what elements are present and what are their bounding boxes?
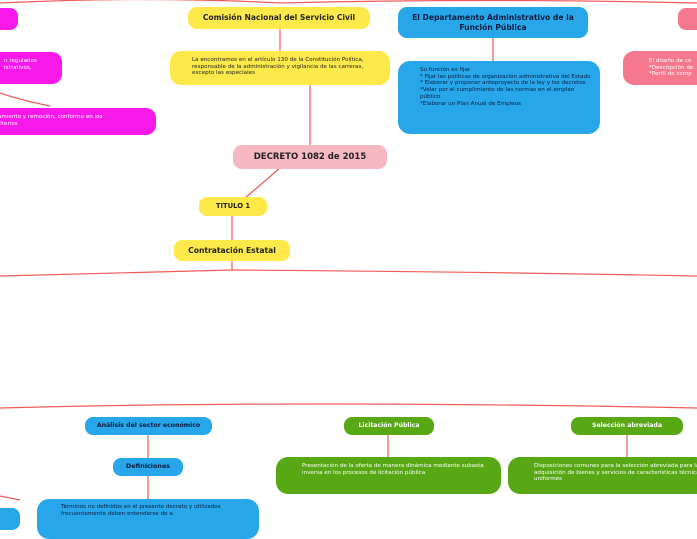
link-root-titulo — [244, 167, 281, 199]
left-partial-text-2[interactable]: amiento y remoción, conforme en los rite… — [0, 108, 156, 135]
link-fan-left — [0, 269, 233, 277]
terminos-node[interactable]: Términos no definidos en el presente dec… — [37, 499, 259, 539]
cnsc-title-node[interactable]: Comisión Nacional del Servicio Civil — [188, 7, 370, 29]
dafp-text-node[interactable]: Su función es fijar * Fijar las política… — [398, 61, 600, 134]
seleccion-node[interactable]: Selección abreviada — [571, 417, 683, 435]
left-partial-text-1[interactable]: n regulados istrativos, — [0, 52, 62, 84]
link-left-partial — [0, 92, 51, 107]
connector-lines — [0, 0, 697, 501]
contratacion-node[interactable]: Contratación Estatal — [174, 240, 290, 261]
seleccion-text-node[interactable]: Disposiciones comunes para la selección … — [508, 457, 697, 494]
root-label: DECRETO 1082 de 2015 — [253, 151, 367, 162]
analisis-node[interactable]: Análisis del sector económico — [85, 417, 212, 435]
definiciones-label: Definiciones — [125, 462, 171, 471]
titulo-node[interactable]: TITULO 1 — [199, 197, 267, 216]
link-lower-bus — [0, 403, 697, 409]
analisis-label: Análisis del sector económico — [96, 422, 201, 430]
terminos-text: Términos no definidos en el presente dec… — [61, 504, 221, 517]
seleccion-text: Disposiciones comunes para la selección … — [534, 463, 697, 483]
dafp-text: Su función es fijar * Fijar las política… — [420, 67, 591, 107]
right-partial-top-node[interactable] — [678, 8, 697, 30]
root-node[interactable]: DECRETO 1082 de 2015 — [233, 145, 387, 169]
definiciones-node[interactable]: Definiciones — [113, 458, 183, 476]
cnsc-text: La encontramos en el artículo 130 de la … — [192, 57, 364, 77]
licitacion-label: Licitación Pública — [358, 422, 420, 430]
link-top-right — [279, 0, 697, 4]
link-fan-right — [231, 269, 697, 277]
right-partial-text-node[interactable]: El diseño de co *Descripción de *Perfil … — [623, 51, 697, 85]
licitacion-text-node[interactable]: Presentación de la oferta de manera diná… — [276, 457, 501, 494]
seleccion-label: Selección abreviada — [591, 422, 663, 430]
licitacion-node[interactable]: Licitación Pública — [344, 417, 434, 435]
dafp-title-node[interactable]: El Departamento Administrativo de la Fun… — [398, 7, 588, 38]
cnsc-title: Comisión Nacional del Servicio Civil — [202, 13, 356, 23]
dafp-title: El Departamento Administrativo de la Fun… — [412, 13, 574, 32]
titulo-label: TITULO 1 — [215, 202, 251, 211]
link-top-left — [0, 0, 281, 4]
licitacion-text: Presentación de la oferta de manera diná… — [302, 463, 484, 476]
cnsc-text-node[interactable]: La encontramos en el artículo 130 de la … — [170, 51, 390, 85]
left-partial-top-node[interactable] — [0, 8, 18, 30]
link-left-lower — [0, 495, 21, 501]
left-partial-bottom-node[interactable] — [0, 508, 20, 530]
contratacion-label: Contratación Estatal — [188, 245, 276, 255]
